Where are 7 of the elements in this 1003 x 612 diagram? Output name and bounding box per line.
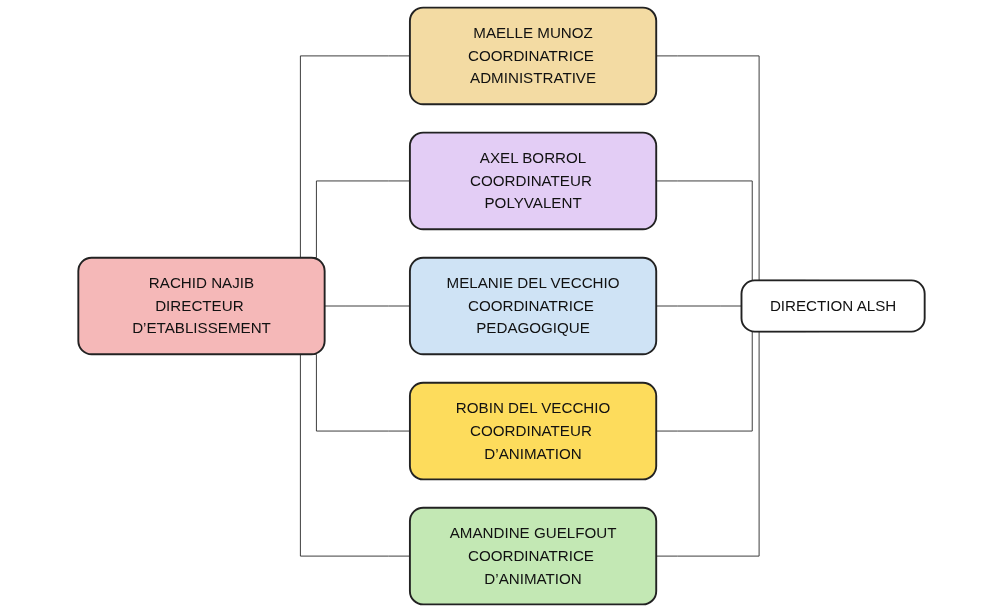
node-box [408,6,658,106]
node-box [408,256,658,356]
node-box [740,279,926,333]
node-box [408,131,658,231]
node-box [408,506,658,606]
node-box [77,256,326,356]
node-box [408,381,658,481]
